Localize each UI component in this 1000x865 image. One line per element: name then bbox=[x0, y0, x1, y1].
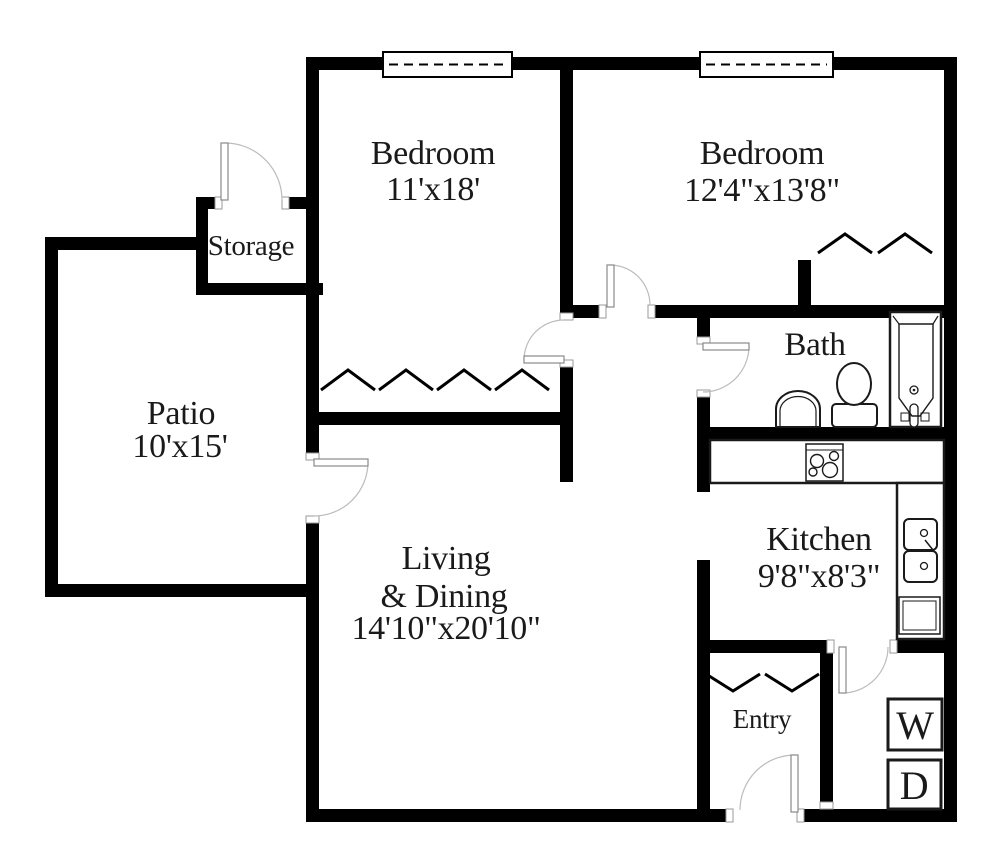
stove-burner-2 bbox=[828, 450, 840, 462]
room-label-dryer-label: D bbox=[900, 763, 929, 808]
wall bbox=[710, 427, 944, 440]
bathroom-sink-inner bbox=[779, 395, 817, 427]
wall bbox=[196, 283, 323, 295]
wall bbox=[710, 640, 827, 653]
room-label-bath-name: Bath bbox=[784, 327, 846, 363]
door-jamb bbox=[826, 639, 835, 654]
room-label-storage-name: Storage bbox=[208, 230, 295, 262]
toilet-tank bbox=[831, 403, 878, 428]
bathtub-chamfer-left bbox=[892, 315, 900, 325]
bedroom-1-closet-rod bbox=[494, 368, 550, 392]
room-label-washer-label: W bbox=[896, 703, 934, 748]
wall bbox=[697, 318, 710, 337]
wall bbox=[196, 197, 215, 209]
room-label-bedroom-2-dims: 12'4"x13'8" bbox=[684, 172, 840, 209]
bathtub-handle-right bbox=[920, 412, 930, 422]
bedroom-2-closet-rod bbox=[817, 232, 873, 255]
bedroom-2-door-arc bbox=[609, 264, 651, 306]
bathtub-drain-dot bbox=[912, 388, 916, 392]
storage-door-arc bbox=[224, 142, 283, 201]
bedroom-2-door-leaf bbox=[606, 264, 615, 308]
room-label-bedroom-1-dims: 11'x18' bbox=[386, 171, 480, 208]
stove-burner-1 bbox=[809, 453, 825, 469]
room-label-living-name-line-1: Living bbox=[402, 540, 491, 577]
wall bbox=[306, 57, 319, 453]
door-jamb bbox=[819, 801, 834, 810]
kitchen-sink-drain-top bbox=[919, 528, 929, 538]
room-label-kitchen-name: Kitchen bbox=[766, 521, 872, 558]
room-label-patio-name: Patio bbox=[147, 395, 215, 432]
patio-door-arc bbox=[313, 461, 369, 517]
front-door-arc bbox=[739, 754, 796, 811]
bath-door-leaf bbox=[702, 342, 750, 351]
door-jamb bbox=[696, 389, 711, 398]
kitchen-sink-faucet bbox=[924, 539, 934, 551]
room-label-entry-name: Entry bbox=[733, 704, 792, 734]
stove-burner-3 bbox=[808, 467, 818, 477]
wall bbox=[897, 640, 944, 653]
wall bbox=[306, 412, 573, 425]
washer-box bbox=[886, 697, 944, 752]
bedroom-1-door-leaf bbox=[523, 355, 565, 364]
wall bbox=[820, 653, 833, 809]
door-jamb bbox=[598, 304, 607, 319]
room-label-kitchen-dims: 9'8"x8'3" bbox=[758, 558, 880, 595]
door-jamb bbox=[305, 452, 320, 461]
entry-closet-rod bbox=[705, 672, 761, 693]
room-label-patio-dims: 10'x15' bbox=[132, 428, 227, 465]
room-label-living-name-line-2: & Dining bbox=[381, 578, 508, 615]
bath-door-arc bbox=[702, 345, 750, 393]
front-door-leaf bbox=[790, 754, 799, 813]
door-jamb bbox=[796, 808, 805, 823]
dishwasher-inner bbox=[902, 600, 937, 631]
wall bbox=[306, 809, 733, 822]
door-jamb bbox=[647, 304, 656, 319]
bedroom-1-closet-rod bbox=[320, 368, 376, 392]
wall bbox=[306, 523, 319, 822]
dryer-box bbox=[886, 758, 943, 811]
door-jamb bbox=[281, 196, 290, 210]
wall bbox=[560, 57, 573, 313]
wall bbox=[45, 584, 319, 597]
bathtub-handle-left bbox=[900, 412, 910, 422]
wall bbox=[573, 305, 599, 318]
stove-burner-4 bbox=[821, 461, 839, 479]
door-jamb bbox=[889, 639, 898, 654]
bedroom-1-closet-rod bbox=[378, 368, 434, 392]
room-label-bedroom-1-name: Bedroom bbox=[371, 135, 495, 172]
wall bbox=[289, 197, 319, 209]
storage-door-leaf bbox=[220, 142, 229, 201]
window bbox=[382, 51, 513, 78]
door-jamb bbox=[214, 196, 223, 210]
wall bbox=[45, 237, 196, 250]
bedroom-1-closet-rod bbox=[436, 368, 492, 392]
wall bbox=[45, 237, 58, 597]
wall bbox=[944, 57, 957, 822]
bedroom-1-door-arc bbox=[523, 319, 565, 361]
door-jamb bbox=[559, 312, 574, 321]
toilet-bowl bbox=[836, 362, 872, 406]
bathtub-chamfer-right bbox=[932, 315, 939, 325]
wall bbox=[803, 809, 957, 822]
door-jamb bbox=[305, 515, 320, 524]
room-label-living-dims: 14'10"x20'10" bbox=[351, 610, 540, 647]
wall bbox=[196, 197, 208, 295]
wall bbox=[697, 397, 710, 492]
kitchen-door-leaf bbox=[838, 646, 847, 694]
kitchen-door-arc bbox=[841, 646, 889, 694]
wall bbox=[655, 305, 944, 318]
kitchen-sink-drain-bottom bbox=[919, 561, 929, 571]
wall bbox=[697, 560, 710, 822]
wall bbox=[798, 260, 811, 305]
door-jamb bbox=[725, 808, 734, 823]
entry-closet-rod bbox=[764, 672, 820, 693]
patio-door-leaf bbox=[313, 458, 369, 467]
bedroom-2-closet-rod bbox=[877, 232, 933, 255]
room-label-bedroom-2-name: Bedroom bbox=[700, 135, 824, 172]
wall bbox=[560, 367, 573, 482]
